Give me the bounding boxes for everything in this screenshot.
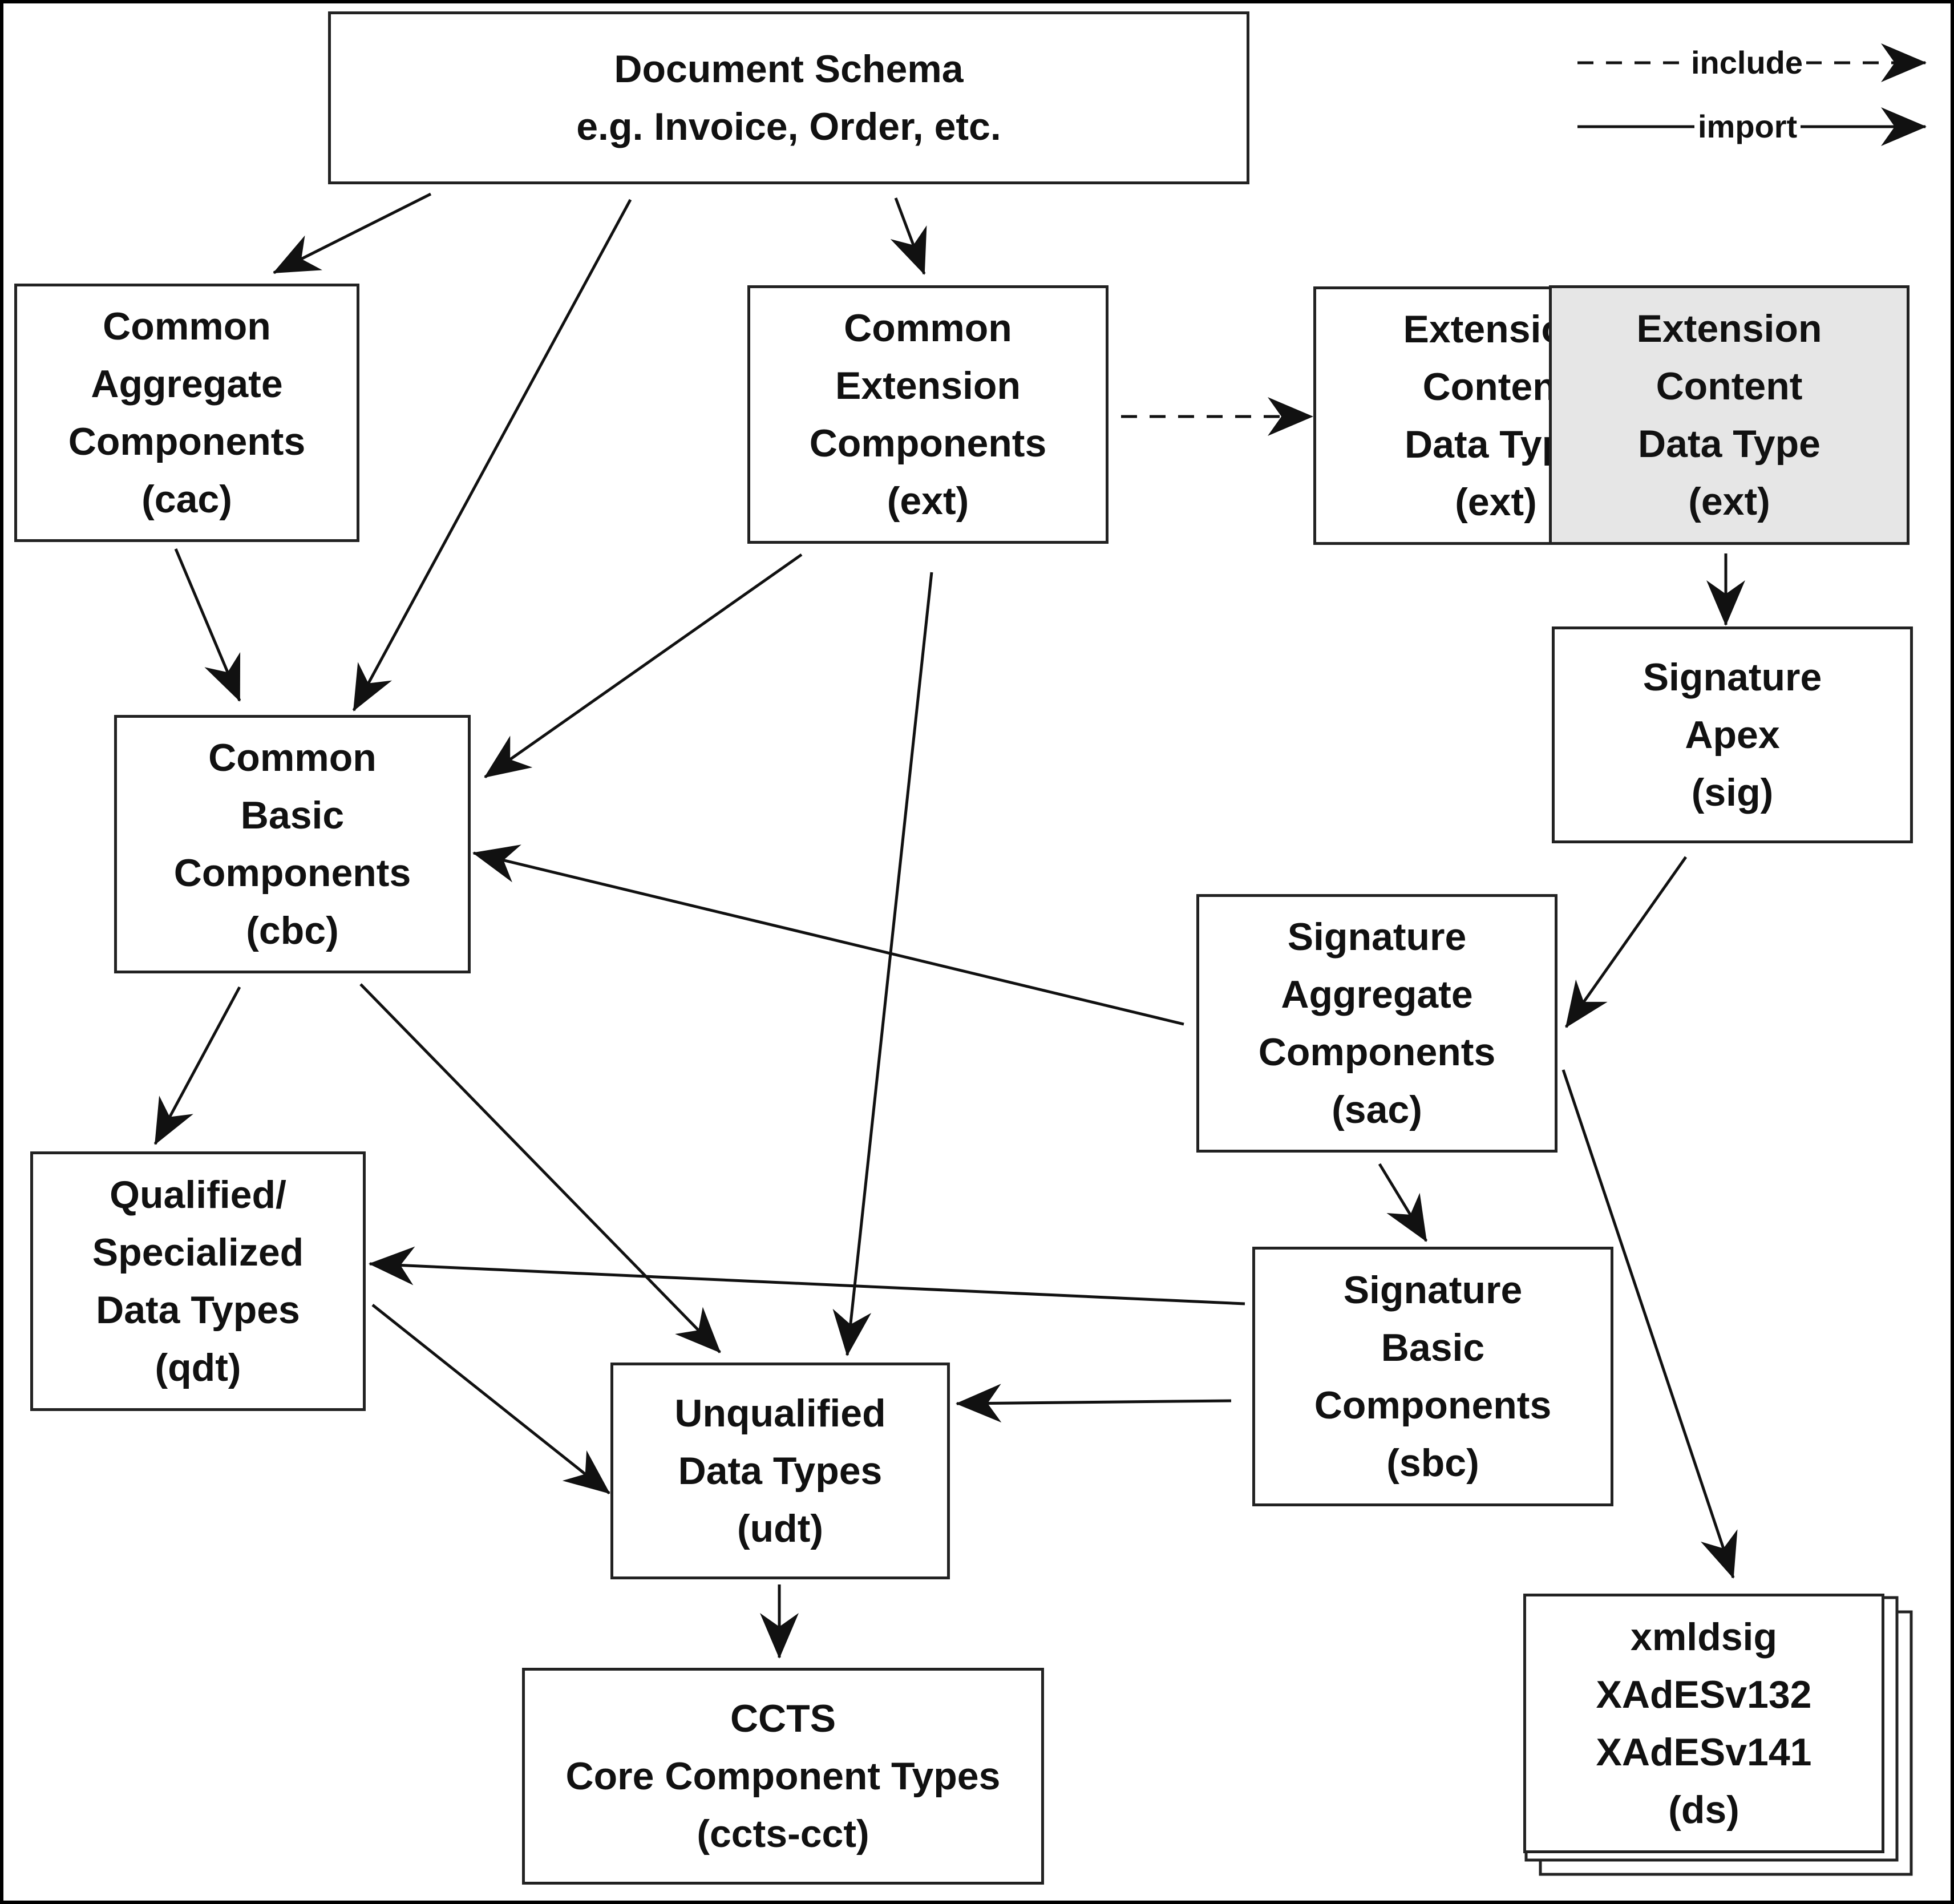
sac-line-4: (sac) bbox=[1332, 1088, 1422, 1131]
sig-line-1: Signature bbox=[1643, 655, 1822, 699]
arrow-sbc-to-udt bbox=[956, 1384, 1232, 1423]
cac-line-4: (cac) bbox=[141, 477, 232, 521]
document-schema-title: Document Schema bbox=[614, 47, 964, 91]
ext-components-line-3: Components bbox=[809, 421, 1047, 465]
cac-line-2: Aggregate bbox=[91, 362, 283, 406]
qdt-line-1: Qualified/ bbox=[110, 1173, 286, 1216]
cbc-line-1: Common bbox=[208, 735, 377, 779]
sac-line-2: Aggregate bbox=[1281, 972, 1473, 1016]
ccts-box: CCTS Core Component Types (ccts-cct) bbox=[522, 1668, 1044, 1885]
arrow-qdt-to-udt bbox=[371, 1304, 610, 1494]
ds-box: xmldsig XAdESv132 XAdESv141 (ds) bbox=[1523, 1594, 1884, 1853]
sbc-line-2: Basic bbox=[1381, 1325, 1485, 1369]
ccts-line-2: Core Component Types bbox=[565, 1754, 1001, 1798]
arrow-cbc-to-qdt bbox=[153, 986, 241, 1145]
arrow-sac-to-cbc bbox=[472, 844, 1184, 1026]
ext-content-box: Extension Content Data Type (ext) bbox=[1549, 285, 1910, 545]
ext-content-line-3: Data Type bbox=[1638, 422, 1821, 466]
ds-line-2: XAdESv132 bbox=[1596, 1672, 1812, 1716]
arrow-cbc-to-udt bbox=[359, 983, 721, 1353]
ext-components-line-1: Common bbox=[844, 306, 1012, 350]
qdt-line-2: Specialized bbox=[92, 1230, 304, 1274]
ccts-line-3: (ccts-cct) bbox=[697, 1812, 869, 1856]
udt-line-2: Data Types bbox=[678, 1449, 883, 1493]
ccts-line-1: CCTS bbox=[730, 1696, 836, 1740]
document-schema-box: Document Schema e.g. Invoice, Order, etc… bbox=[328, 11, 1249, 184]
ds-line-4: (ds) bbox=[1668, 1788, 1739, 1832]
udt-line-3: (udt) bbox=[737, 1506, 823, 1550]
arrow-cac-to-cbc bbox=[174, 548, 241, 702]
sbc-box: Signature Basic Components (sbc) bbox=[1252, 1247, 1613, 1506]
ext-content-line-2: Content bbox=[1656, 364, 1803, 408]
arrow-ext-to-udt bbox=[832, 572, 933, 1356]
sac-line-3: Components bbox=[1258, 1030, 1496, 1074]
arrow-sac-to-ds bbox=[1561, 1069, 1738, 1579]
sac-box: Signature Aggregate Components (sac) bbox=[1196, 894, 1557, 1153]
ext-components-line-4: (ext) bbox=[887, 479, 969, 523]
arrow-sbc-to-qdt bbox=[369, 1246, 1245, 1305]
cbc-line-3: Components bbox=[173, 851, 411, 895]
cac-line-1: Common bbox=[103, 304, 271, 348]
ext-content-line-4: (ext) bbox=[1688, 479, 1770, 523]
arrow-document-to-ext bbox=[890, 197, 927, 275]
sig-line-3: (sig) bbox=[1691, 770, 1774, 814]
sig-line-2: Apex bbox=[1685, 713, 1780, 757]
arrow-sac-to-sbc bbox=[1378, 1163, 1428, 1242]
cbc-line-4: (cbc) bbox=[246, 908, 339, 952]
ds-line-3: XAdESv141 bbox=[1596, 1730, 1812, 1774]
sac-line-1: Signature bbox=[1287, 915, 1467, 959]
document-schema-subtitle: e.g. Invoice, Order, etc. bbox=[576, 104, 1001, 148]
arrow-ext-to-cbc bbox=[484, 553, 803, 779]
arrow-sig-to-sac bbox=[1564, 856, 1688, 1028]
ext-components-line-2: Extension bbox=[835, 363, 1021, 407]
qdt-box: Qualified/ Specialized Data Types (qdt) bbox=[30, 1151, 366, 1411]
legend-include-label: include bbox=[1688, 45, 1807, 81]
ext-content-line-1: Extension bbox=[1636, 306, 1822, 350]
arrow-document-to-cac bbox=[273, 192, 432, 274]
udt-box: Unqualified Data Types (udt) bbox=[610, 1363, 950, 1579]
ext-content-back-line-2: Content bbox=[1422, 365, 1569, 409]
sbc-line-4: (sbc) bbox=[1386, 1441, 1479, 1485]
sig-box: Signature Apex (sig) bbox=[1552, 626, 1913, 843]
sbc-line-3: Components bbox=[1314, 1383, 1552, 1427]
udt-line-1: Unqualified bbox=[674, 1391, 886, 1435]
cac-box: Common Aggregate Components (cac) bbox=[14, 284, 359, 542]
qdt-line-4: (qdt) bbox=[155, 1345, 241, 1389]
sbc-line-1: Signature bbox=[1343, 1268, 1523, 1312]
ext-content-back-line-4: (ext) bbox=[1455, 480, 1537, 524]
ds-line-1: xmldsig bbox=[1631, 1615, 1777, 1659]
cac-line-3: Components bbox=[68, 419, 306, 463]
legend-import-label: import bbox=[1694, 108, 1801, 145]
ext-components-box: Common Extension Components (ext) bbox=[747, 285, 1109, 544]
cbc-line-2: Basic bbox=[240, 793, 345, 837]
qdt-line-3: Data Types bbox=[96, 1288, 300, 1332]
arrow-document-to-cbc bbox=[352, 199, 632, 712]
cbc-box: Common Basic Components (cbc) bbox=[114, 715, 471, 973]
